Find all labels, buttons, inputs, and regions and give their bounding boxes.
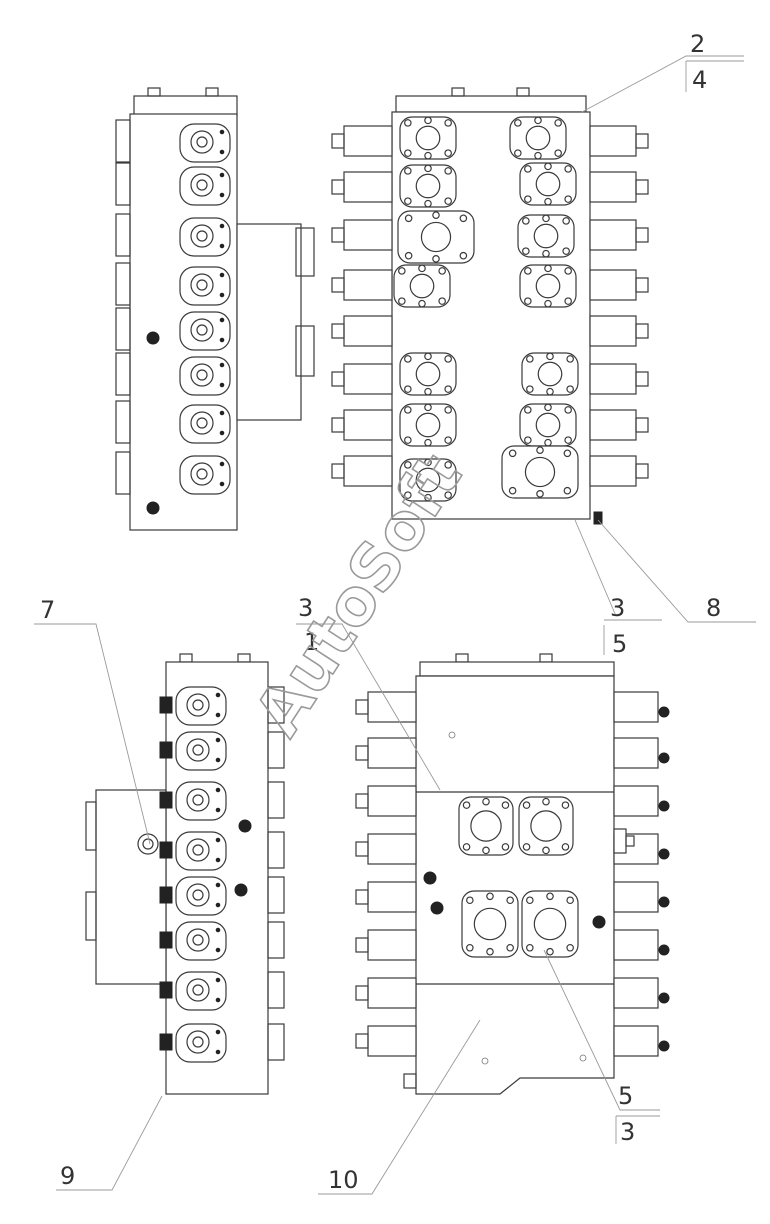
- view-top-left-side: [115, 87, 315, 531]
- callout-8: 8: [706, 594, 721, 622]
- callout-9: 9: [60, 1162, 75, 1190]
- view-bottom-right-front: [355, 653, 670, 1095]
- callout-7: 7: [40, 596, 55, 624]
- callout-2: 2: [690, 30, 705, 58]
- view-top-right-front: [331, 87, 649, 525]
- leader-lines: [34, 55, 756, 1195]
- callout-10: 10: [328, 1166, 359, 1194]
- view-bottom-left-side: [85, 653, 285, 1095]
- callout-3-lower: 3: [620, 1118, 635, 1146]
- callout-3-middle: 3: [610, 594, 625, 622]
- callout-5-lower: 5: [618, 1082, 633, 1110]
- callout-labels: 2 4 3 3 5 8 7 1 9 10 5 3: [40, 30, 721, 1194]
- callout-5-middle: 5: [612, 630, 627, 658]
- callout-1: 1: [304, 628, 319, 656]
- callout-3-upper: 3: [298, 594, 313, 622]
- callout-4: 4: [692, 66, 707, 94]
